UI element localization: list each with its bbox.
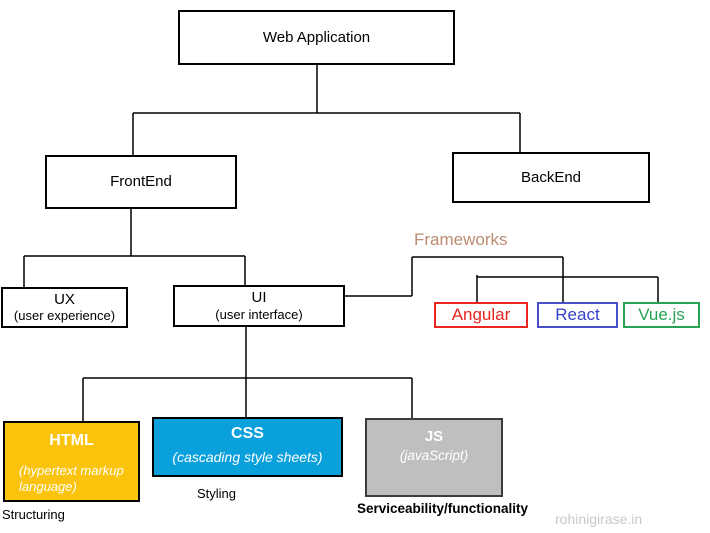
ux-label: UX — [54, 290, 75, 308]
html-label: HTML — [49, 432, 94, 449]
ui-node: UI (user interface) — [173, 285, 345, 327]
js-node: JS (javaScript) — [365, 418, 503, 497]
ui-label: UI — [251, 289, 267, 307]
angular-node: Angular — [434, 302, 528, 328]
css-label: CSS — [231, 425, 264, 442]
watermark-text: rohinigirase.in — [555, 511, 643, 527]
backend-node: BackEnd — [452, 152, 650, 203]
ui-sublabel: (user interface) — [215, 306, 303, 322]
frameworks-heading: Frameworks — [414, 230, 508, 249]
js-sublabel: (javaScript) — [399, 448, 469, 463]
html-sublabel: (hypertext markup language) — [19, 463, 124, 494]
frontend-node: FrontEnd — [45, 155, 237, 209]
ux-sublabel: (user experience) — [13, 308, 116, 324]
js-label: JS — [424, 428, 444, 445]
web-application-label: Web Application — [262, 28, 371, 46]
js-caption: Serviceability/functionality — [357, 501, 529, 516]
ux-node: UX (user experience) — [1, 287, 128, 328]
vuejs-node: Vue.js — [623, 302, 700, 328]
css-caption: Styling — [197, 486, 237, 501]
react-node: React — [537, 302, 618, 328]
frontend-label: FrontEnd — [110, 173, 172, 191]
angular-label: Angular — [451, 305, 511, 324]
vuejs-label: Vue.js — [638, 305, 685, 324]
html-caption: Structuring — [2, 507, 65, 522]
web-application-node: Web Application — [178, 10, 455, 65]
react-label: React — [555, 305, 600, 324]
html-node: HTML (hypertext markup language) — [3, 421, 140, 502]
backend-label: BackEnd — [520, 168, 582, 186]
css-node: CSS (cascading style sheets) — [152, 417, 343, 477]
css-sublabel: (cascading style sheets) — [172, 449, 323, 466]
